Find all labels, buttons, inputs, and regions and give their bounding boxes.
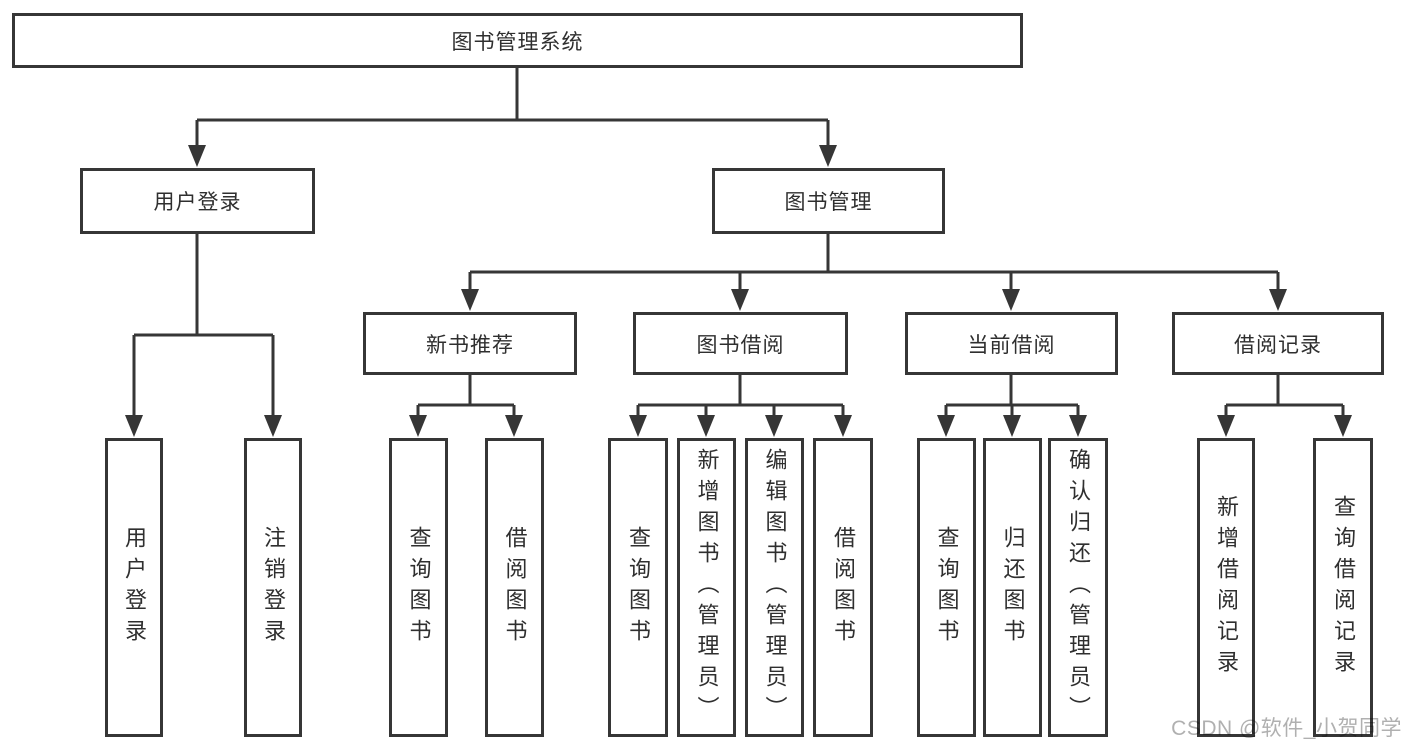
arrowhead-icon (834, 415, 852, 437)
node-leaf-return-books: 归还图书 (983, 438, 1042, 737)
arrowhead-icon (765, 415, 783, 437)
arrowhead-icon (1003, 415, 1021, 437)
node-label: 查询图书 (934, 525, 960, 650)
arrowhead-icon (937, 415, 955, 437)
node-borrow-records: 借阅记录 (1172, 312, 1384, 375)
node-label: 归还图书 (1000, 525, 1026, 650)
arrowhead-icon (1217, 415, 1235, 437)
node-book-management: 图书管理 (712, 168, 945, 234)
arrowhead-icon (1002, 289, 1020, 311)
node-leaf-borrow-books: 借阅图书 (813, 438, 873, 737)
node-label: 新增借阅记录 (1214, 494, 1239, 681)
arrowhead-icon (188, 145, 206, 167)
node-label: 查询图书 (406, 525, 432, 650)
tree-edges (132, 68, 1345, 418)
node-library-system: 图书管理系统 (12, 13, 1023, 68)
csdn-watermark: CSDN @软件_小贺同学 (1171, 717, 1402, 740)
arrowhead-icon (629, 415, 647, 437)
node-label: 查询图书 (626, 525, 651, 650)
node-label: 确认归还（管理员） (1066, 448, 1091, 727)
arrowhead-icon (125, 415, 143, 437)
node-leaf-logout: 注销登录 (244, 438, 302, 737)
arrowhead-icon (731, 289, 749, 311)
arrowhead-icon (409, 415, 427, 437)
arrowhead-icon (697, 415, 715, 437)
node-leaf-query-books-current: 查询图书 (917, 438, 976, 737)
node-leaf-confirm-return-admin: 确认归还（管理员） (1048, 438, 1108, 737)
node-label: 编辑图书（管理员） (762, 448, 788, 727)
arrowhead-icon (819, 145, 837, 167)
node-leaf-edit-books-admin: 编辑图书（管理员） (745, 438, 804, 737)
node-leaf-add-borrow-record: 新增借阅记录 (1197, 438, 1255, 737)
arrowheads (125, 145, 1352, 437)
node-label: 图书管理 (784, 191, 873, 214)
node-new-book-recommend: 新书推荐 (363, 312, 577, 375)
arrowhead-icon (1334, 415, 1352, 437)
node-label: 借阅图书 (831, 525, 856, 650)
arrowhead-icon (264, 415, 282, 437)
node-label: 当前借阅 (967, 333, 1056, 357)
node-label: 用户登录 (122, 525, 147, 650)
arrowhead-icon (461, 289, 479, 311)
node-label: 查询借阅记录 (1331, 494, 1356, 681)
node-leaf-borrow-books-recommend: 借阅图书 (485, 438, 544, 737)
node-label: 图书借阅 (696, 333, 785, 357)
node-label: 借阅图书 (502, 525, 528, 650)
node-leaf-query-borrow-record: 查询借阅记录 (1313, 438, 1373, 737)
node-label: 注销登录 (261, 525, 286, 650)
arrowhead-icon (1269, 289, 1287, 311)
node-label: 用户登录 (153, 191, 242, 214)
node-leaf-add-books-admin: 新增图书（管理员） (677, 438, 736, 737)
node-label: 图书管理系统 (451, 30, 584, 54)
node-leaf-query-books-borrow: 查询图书 (608, 438, 668, 737)
arrowhead-icon (505, 415, 523, 437)
node-user-login: 用户登录 (80, 168, 315, 234)
node-leaf-user-login: 用户登录 (105, 438, 163, 737)
node-leaf-query-books-recommend: 查询图书 (389, 438, 448, 737)
node-label: 借阅记录 (1234, 333, 1322, 357)
node-current-borrow: 当前借阅 (905, 312, 1118, 375)
node-label: 新增图书（管理员） (694, 448, 720, 727)
node-label: 新书推荐 (426, 333, 514, 357)
arrowhead-icon (1069, 415, 1087, 437)
node-book-borrow: 图书借阅 (633, 312, 848, 375)
